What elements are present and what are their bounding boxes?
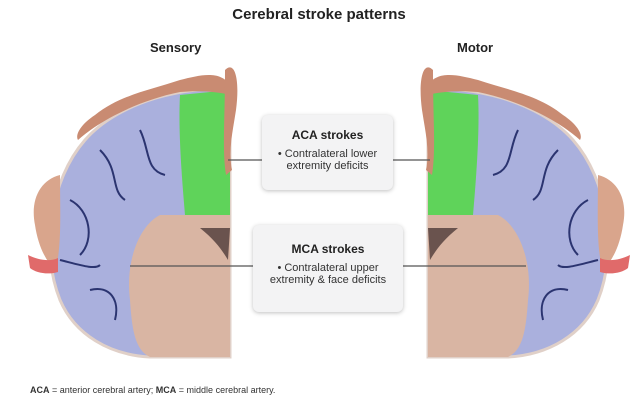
aca-strokes-box: ACA strokes • Contralateral lower extrem… bbox=[262, 115, 393, 190]
mca-strokes-box: MCA strokes • Contralateral upper extrem… bbox=[253, 225, 403, 312]
sensory-hemisphere bbox=[26, 65, 239, 359]
aca-abbr: ACA bbox=[30, 385, 50, 395]
motor-hemisphere bbox=[419, 65, 632, 359]
aca-definition: = anterior cerebral artery; bbox=[49, 385, 156, 395]
page-title: Cerebral stroke patterns bbox=[232, 6, 406, 23]
mca-heading: MCA strokes bbox=[291, 242, 365, 256]
aca-heading: ACA strokes bbox=[291, 128, 364, 142]
mca-abbr: MCA bbox=[155, 385, 177, 395]
mca-definition: = middle cerebral artery. bbox=[176, 385, 276, 395]
sensory-label: Sensory bbox=[150, 40, 202, 55]
motor-label: Motor bbox=[457, 40, 494, 55]
footnote: ACA = anterior cerebral artery; MCA = mi… bbox=[30, 385, 275, 395]
mca-description: • Contralateral upper extremity & face d… bbox=[269, 262, 387, 286]
aca-description: • Contralateral lower extremity deficits bbox=[277, 148, 378, 172]
